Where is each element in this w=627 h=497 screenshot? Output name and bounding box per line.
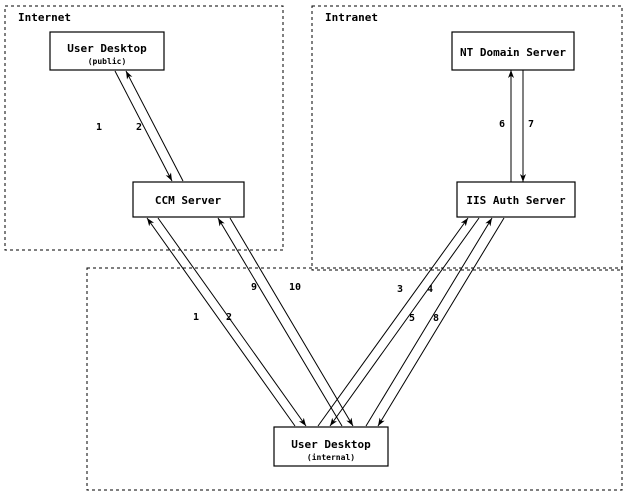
node-subtitle-user-desktop-public: (public): [88, 56, 127, 66]
zone-label-internet: Internet: [18, 11, 71, 24]
flow-label-8: 8: [433, 313, 439, 324]
flow-label-2-internal: 2: [226, 312, 232, 323]
flow-line-1-internal: [146, 217, 296, 427]
node-user-desktop-internal[interactable]: User Desktop (internal): [273, 426, 389, 467]
node-box-user-desktop-public: [49, 31, 165, 71]
node-ccm-server[interactable]: CCM Server: [132, 181, 245, 218]
node-subtitle-user-desktop-internal: (internal): [307, 452, 355, 462]
flow-line-3: [317, 217, 469, 427]
flow-label-10: 10: [289, 282, 301, 293]
flow-label-2-public: 2: [136, 122, 142, 133]
flow-line-9: [217, 217, 343, 427]
flow-label-7: 7: [528, 119, 534, 130]
flow-line-1-public: [114, 70, 173, 182]
node-user-desktop-public[interactable]: User Desktop (public): [49, 31, 165, 71]
node-title-iis-auth-server: IIS Auth Server: [466, 194, 566, 207]
flow-group-internal-ccm-910: [217, 217, 354, 427]
flow-group-internal-ccm-12: [146, 217, 307, 427]
zone-internet-boundary: [4, 5, 284, 251]
zone-label-intranet: Intranet: [325, 11, 378, 24]
node-title-nt-domain-server: NT Domain Server: [460, 46, 566, 59]
flow-line-10: [229, 217, 354, 427]
flow-group-iis-nt: [508, 70, 526, 182]
flow-label-9: 9: [251, 282, 257, 293]
node-title-user-desktop-internal: User Desktop: [291, 438, 371, 451]
node-box-user-desktop-internal: [273, 426, 389, 467]
flow-line-8: [377, 217, 505, 427]
flow-label-6: 6: [499, 119, 505, 130]
node-nt-domain-server[interactable]: NT Domain Server: [451, 31, 575, 71]
flow-label-1-internal: 1: [193, 312, 199, 323]
flow-label-1-public: 1: [96, 122, 102, 133]
flow-line-2-internal: [157, 217, 307, 427]
node-title-user-desktop-public: User Desktop: [67, 42, 147, 55]
flow-label-4: 4: [427, 284, 433, 295]
node-iis-auth-server[interactable]: IIS Auth Server: [456, 181, 576, 218]
flow-line-5: [365, 217, 493, 427]
flow-group-internal-iis-34: [317, 217, 480, 427]
node-box-iis-auth-server: [456, 181, 576, 218]
node-box-nt-domain-server: [451, 31, 575, 71]
flow-group-internal-iis-58: [365, 217, 505, 427]
flow-label-5: 5: [409, 313, 415, 324]
node-title-ccm-server: CCM Server: [155, 194, 222, 207]
flow-label-3: 3: [397, 284, 403, 295]
flow-line-2-public: [125, 70, 184, 182]
node-box-ccm-server: [132, 181, 245, 218]
zone-intranet-boundary: [311, 5, 623, 271]
flow-group-public-ccm: [114, 70, 184, 182]
flow-line-4: [329, 217, 480, 427]
